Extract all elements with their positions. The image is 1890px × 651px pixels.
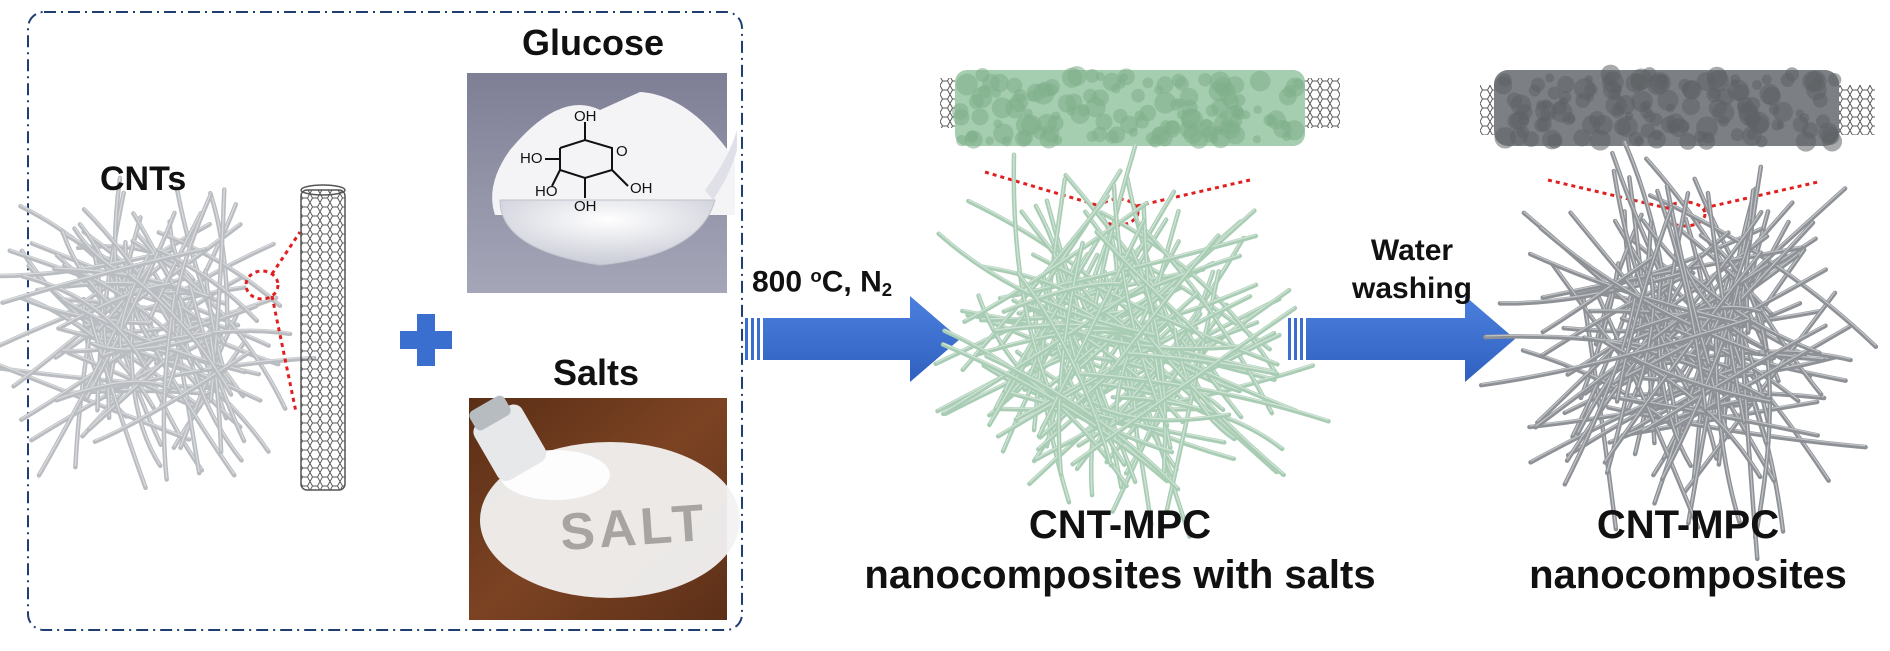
product2-label: CNT-MPC nanocomposites [1508, 500, 1868, 600]
glucose-photo [467, 73, 737, 293]
right-arrow-icon [745, 296, 960, 382]
product1-label: CNT-MPC nanocomposites with salts [860, 500, 1380, 600]
condition-subscript: 2 [881, 278, 893, 300]
right-arrow-icon [1288, 296, 1515, 382]
cnt-network-icon [0, 175, 317, 491]
product2-line-1: CNT-MPC [1596, 503, 1780, 547]
plus-icon [400, 314, 452, 366]
salt-photo [469, 395, 740, 620]
salt-word: SALT [558, 493, 710, 563]
nanotube-icon [300, 184, 346, 491]
cnt-network-dark-icon [1478, 140, 1879, 562]
glucose-oh-right: OH [630, 180, 653, 197]
coated-nanotube-green [940, 66, 1340, 149]
condition-atmosphere: C, N [821, 265, 882, 299]
salts-label: Salts [553, 352, 640, 393]
wash-line-1: Water [1370, 234, 1454, 267]
glucose-oh-top: OH [574, 108, 597, 125]
cnts-label: CNTs [100, 160, 187, 198]
glucose-ho-bottom-left: HO [535, 183, 558, 200]
coated-nanotube-dark [1480, 64, 1875, 152]
glucose-ring-o: O [616, 143, 628, 160]
product1-line-2: nanocomposites with salts [864, 553, 1376, 597]
condition-degree: o [810, 265, 822, 286]
glucose-oh-bottom: OH [574, 198, 597, 215]
salt-shaker-icon [469, 395, 547, 481]
cnt-network-green-icon [933, 143, 1331, 539]
wash-line-2: washing [1351, 272, 1472, 305]
product2-line-2: nanocomposites [1529, 553, 1847, 597]
product1-line-1: CNT-MPC [1028, 503, 1212, 547]
zoom-lines-1 [244, 231, 302, 413]
wash-label: Water washing [1322, 232, 1502, 308]
glucose-ho-left: HO [520, 150, 543, 167]
reactants-box [27, 11, 743, 631]
condition-temp: 800 [752, 265, 811, 299]
condition-label: 800 oC, N2 [752, 265, 892, 301]
glucose-label: Glucose [522, 22, 665, 63]
